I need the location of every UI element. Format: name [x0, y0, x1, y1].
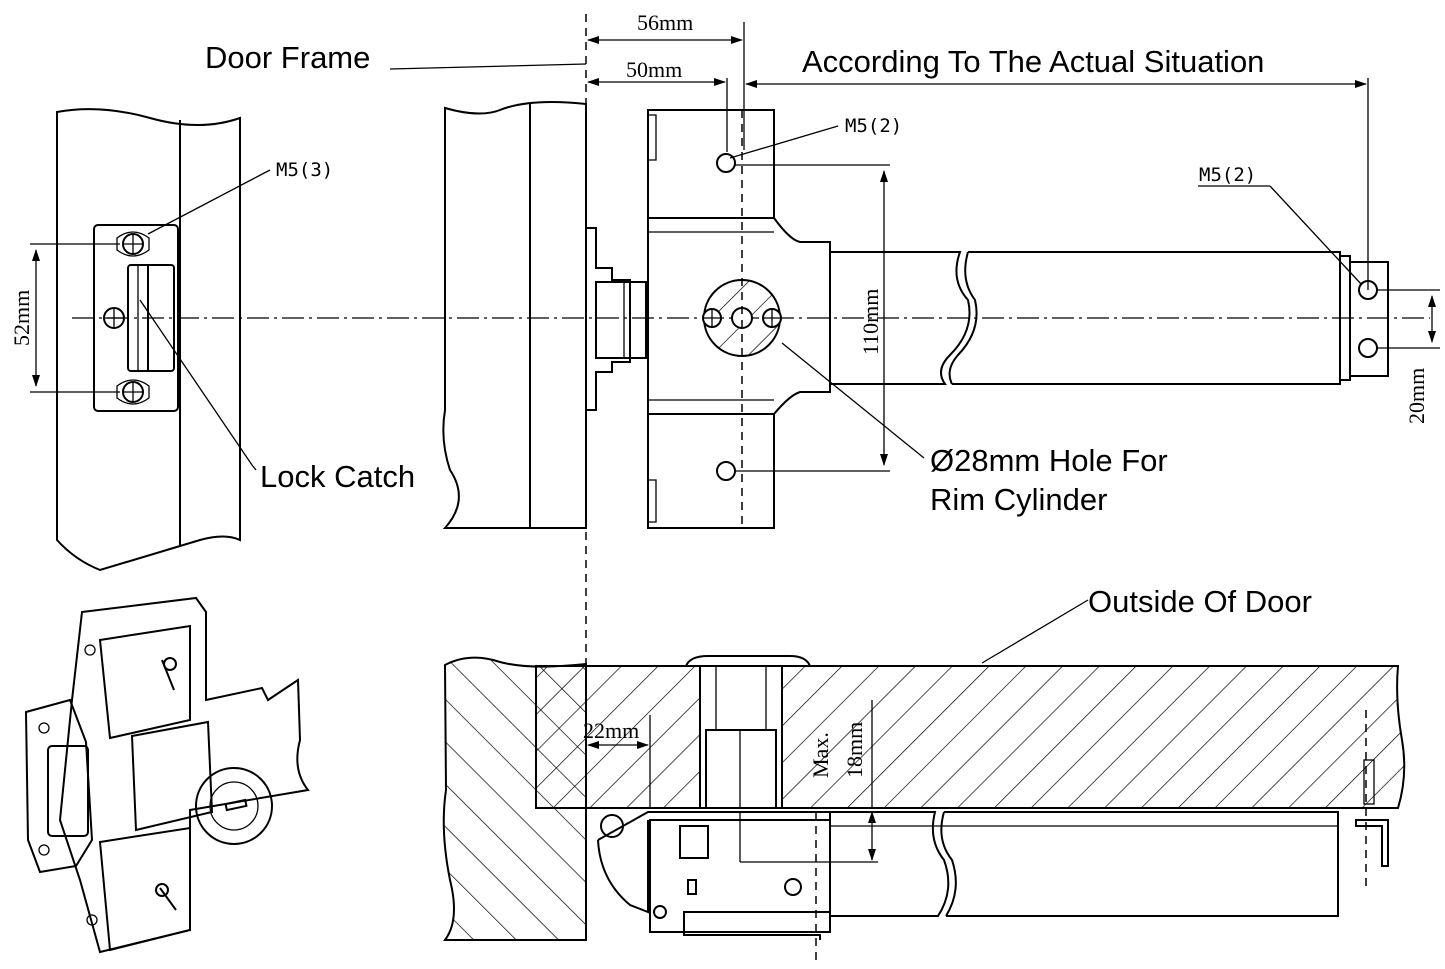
dim-18mm: 18mm: [842, 722, 867, 778]
label-m5-2-top: M5(2): [845, 115, 902, 137]
dim-22mm: 22mm: [583, 718, 639, 743]
cylinder-screw-right: [762, 308, 782, 328]
catch-screw-bottom: [116, 379, 150, 405]
dim-20mm: 20mm: [1404, 368, 1429, 424]
dim-max-label: Max.: [808, 732, 833, 778]
dim-110mm: 110mm: [858, 289, 883, 355]
label-hole-line2: Rim Cylinder: [930, 482, 1107, 517]
push-bar-front-view: [830, 251, 1389, 385]
label-hole-line1: Ø28mm Hole For: [930, 443, 1168, 478]
cylinder-screw-left: [702, 308, 722, 328]
label-m5-3: M5(3): [276, 159, 333, 181]
dim-50mm: 50mm: [626, 57, 682, 82]
lock-body-front-view: [586, 109, 831, 529]
label-outside-of-door: Outside Of Door: [1088, 584, 1312, 619]
dim-56mm: 56mm: [637, 10, 693, 35]
label-lock-catch: Lock Catch: [260, 459, 415, 494]
label-according-to-situation: According To The Actual Situation: [802, 44, 1264, 79]
door-section-view: [442, 655, 1406, 966]
label-m5-2-right: M5(2): [1199, 164, 1256, 186]
lock-isometric-illustration: [24, 596, 310, 954]
door-frame-profile: [442, 101, 587, 529]
lock-catch-front-view: 52mm M5(3) Lock Catch: [9, 108, 415, 572]
dim-52mm: 52mm: [9, 290, 34, 346]
label-door-frame: Door Frame: [205, 40, 370, 75]
catch-screw-top: [116, 231, 150, 257]
